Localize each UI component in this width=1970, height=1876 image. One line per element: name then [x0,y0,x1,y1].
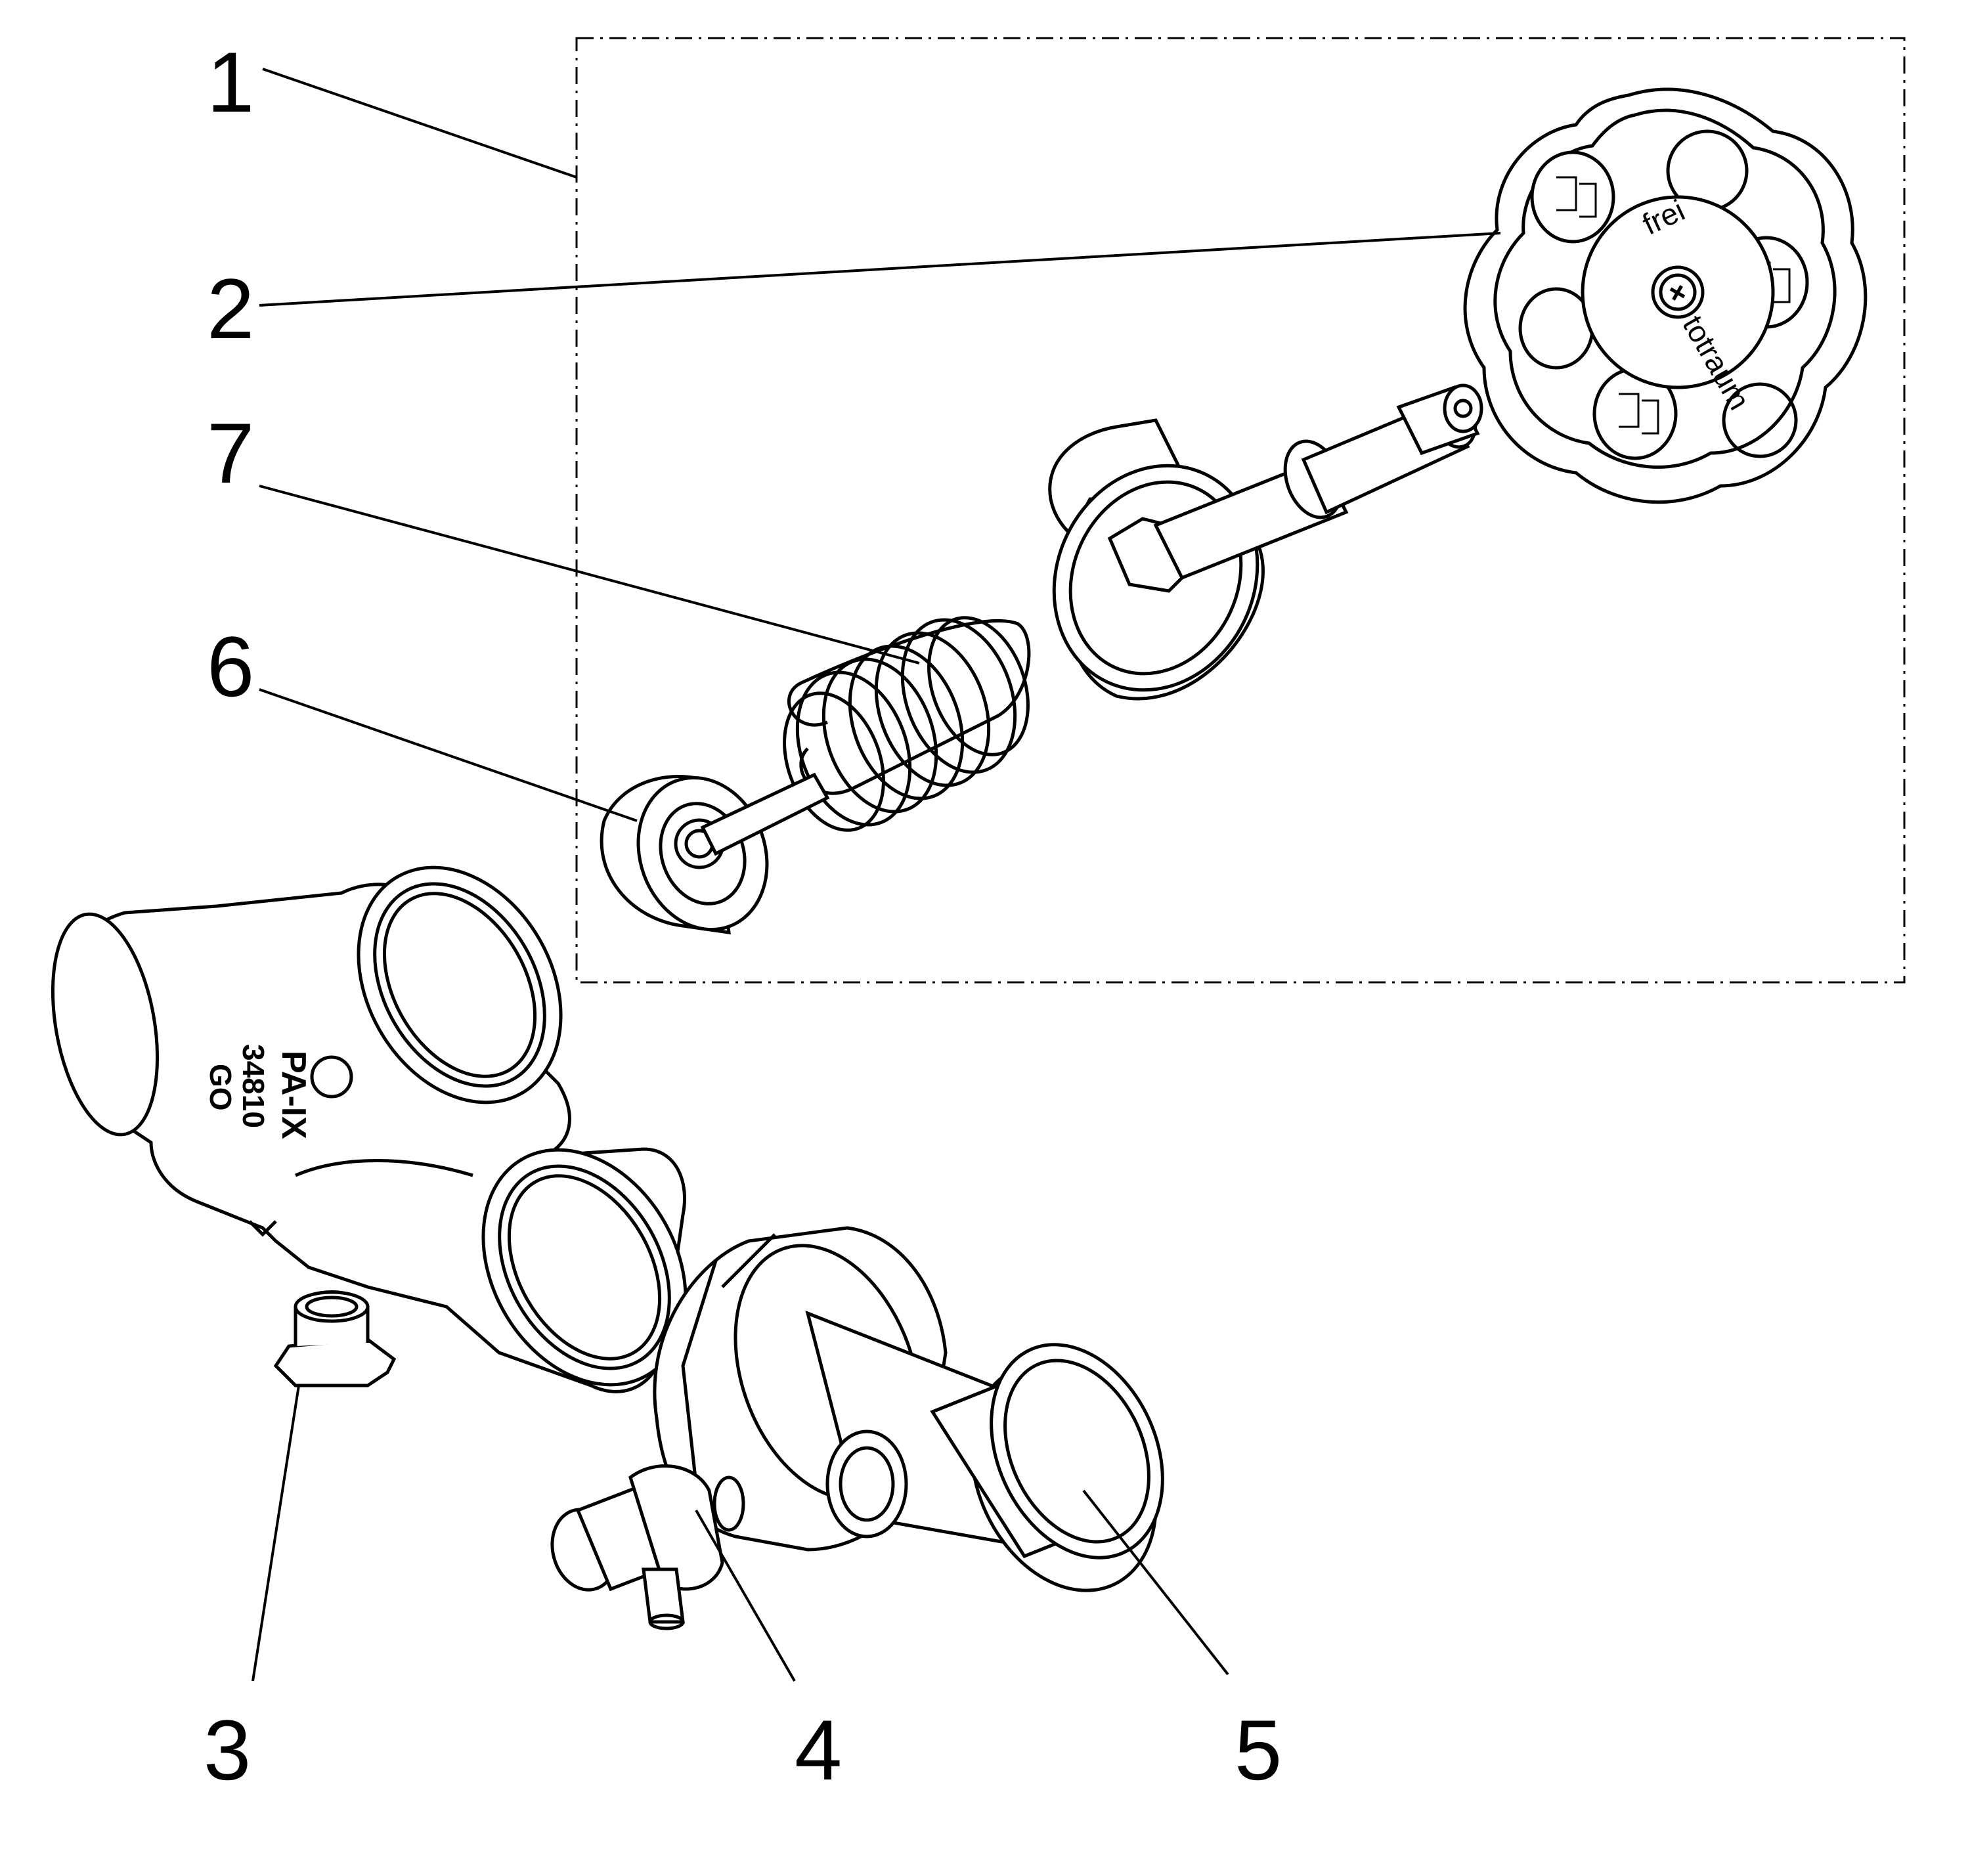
spindle-bonnet [1048,383,1483,701]
callout-5: 5 [1235,1702,1282,1798]
body-marking-line3: GO [204,1064,238,1111]
body-marking-line1: PA-IX [274,1051,313,1139]
callout-4: 4 [795,1702,842,1798]
callout-1: 1 [207,34,254,130]
union-tailpiece [653,1226,1164,1592]
drain-plug [273,1290,397,1387]
callout-2: 2 [207,261,254,357]
handwheel: + frei totraum [1463,87,1868,504]
valve-disc [600,772,830,934]
body-marking-line2: 34810 [236,1044,271,1128]
valve-body: PA-IX 34810 GO [51,865,688,1393]
callout-6: 6 [207,619,254,714]
leader-lines [252,68,1501,1682]
assembly-group-frame [575,37,1906,984]
callout-3: 3 [204,1702,251,1798]
spring [783,616,1031,832]
callout-7: 7 [207,405,254,501]
drain-valve [550,1464,745,1630]
